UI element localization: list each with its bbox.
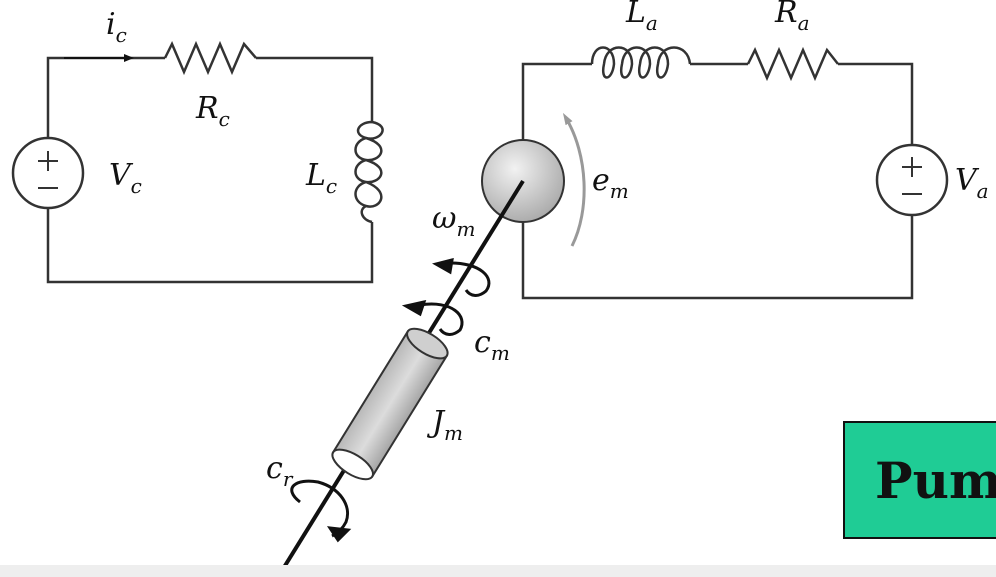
torque-motor-label: cm [474, 325, 510, 365]
inertia-label: Jm [426, 405, 463, 445]
field-inductor [354, 120, 384, 224]
field-inductor-label: Lc [305, 158, 337, 198]
pump-label: Pum [875, 450, 996, 510]
armature-source-label: Va [955, 163, 989, 203]
omega-rotation-arrow [432, 257, 491, 297]
field-source-circle [11, 136, 85, 210]
field-resistor [163, 40, 257, 76]
armature-circuit [521, 46, 949, 300]
emf-label: em [592, 163, 629, 203]
field-source-signs [38, 151, 58, 189]
pump-label-box: Pum [843, 421, 996, 539]
armature-wire-bottom [521, 212, 914, 300]
omega-label: ωm [432, 201, 475, 241]
armature-resistor-label: Ra [774, 0, 810, 35]
field-wire-top-right [256, 56, 374, 122]
inertia-cylinder [331, 327, 449, 481]
field-source-label: Vc [109, 158, 142, 198]
field-resistor-label: Rc [195, 91, 230, 131]
field-circuit [11, 40, 384, 284]
field-wire-bottom [46, 207, 374, 284]
armature-wire-top-right [838, 62, 914, 148]
torque-motor-rotation-arrow [401, 299, 464, 336]
torque-load-rotation-arrow [290, 479, 352, 543]
emf-arrow [562, 112, 586, 247]
armature-resistor [746, 46, 839, 82]
armature-source-signs [902, 157, 922, 195]
armature-inductor [590, 46, 692, 79]
armature-source-circle [875, 143, 949, 217]
bottom-strip [0, 565, 996, 577]
torque-load-label: cr [266, 451, 294, 491]
armature-inductor-label: La [625, 0, 658, 35]
field-current-label: ic [106, 7, 127, 47]
armature-wire-top-left [521, 62, 592, 140]
field-wire-top-left [46, 56, 165, 140]
